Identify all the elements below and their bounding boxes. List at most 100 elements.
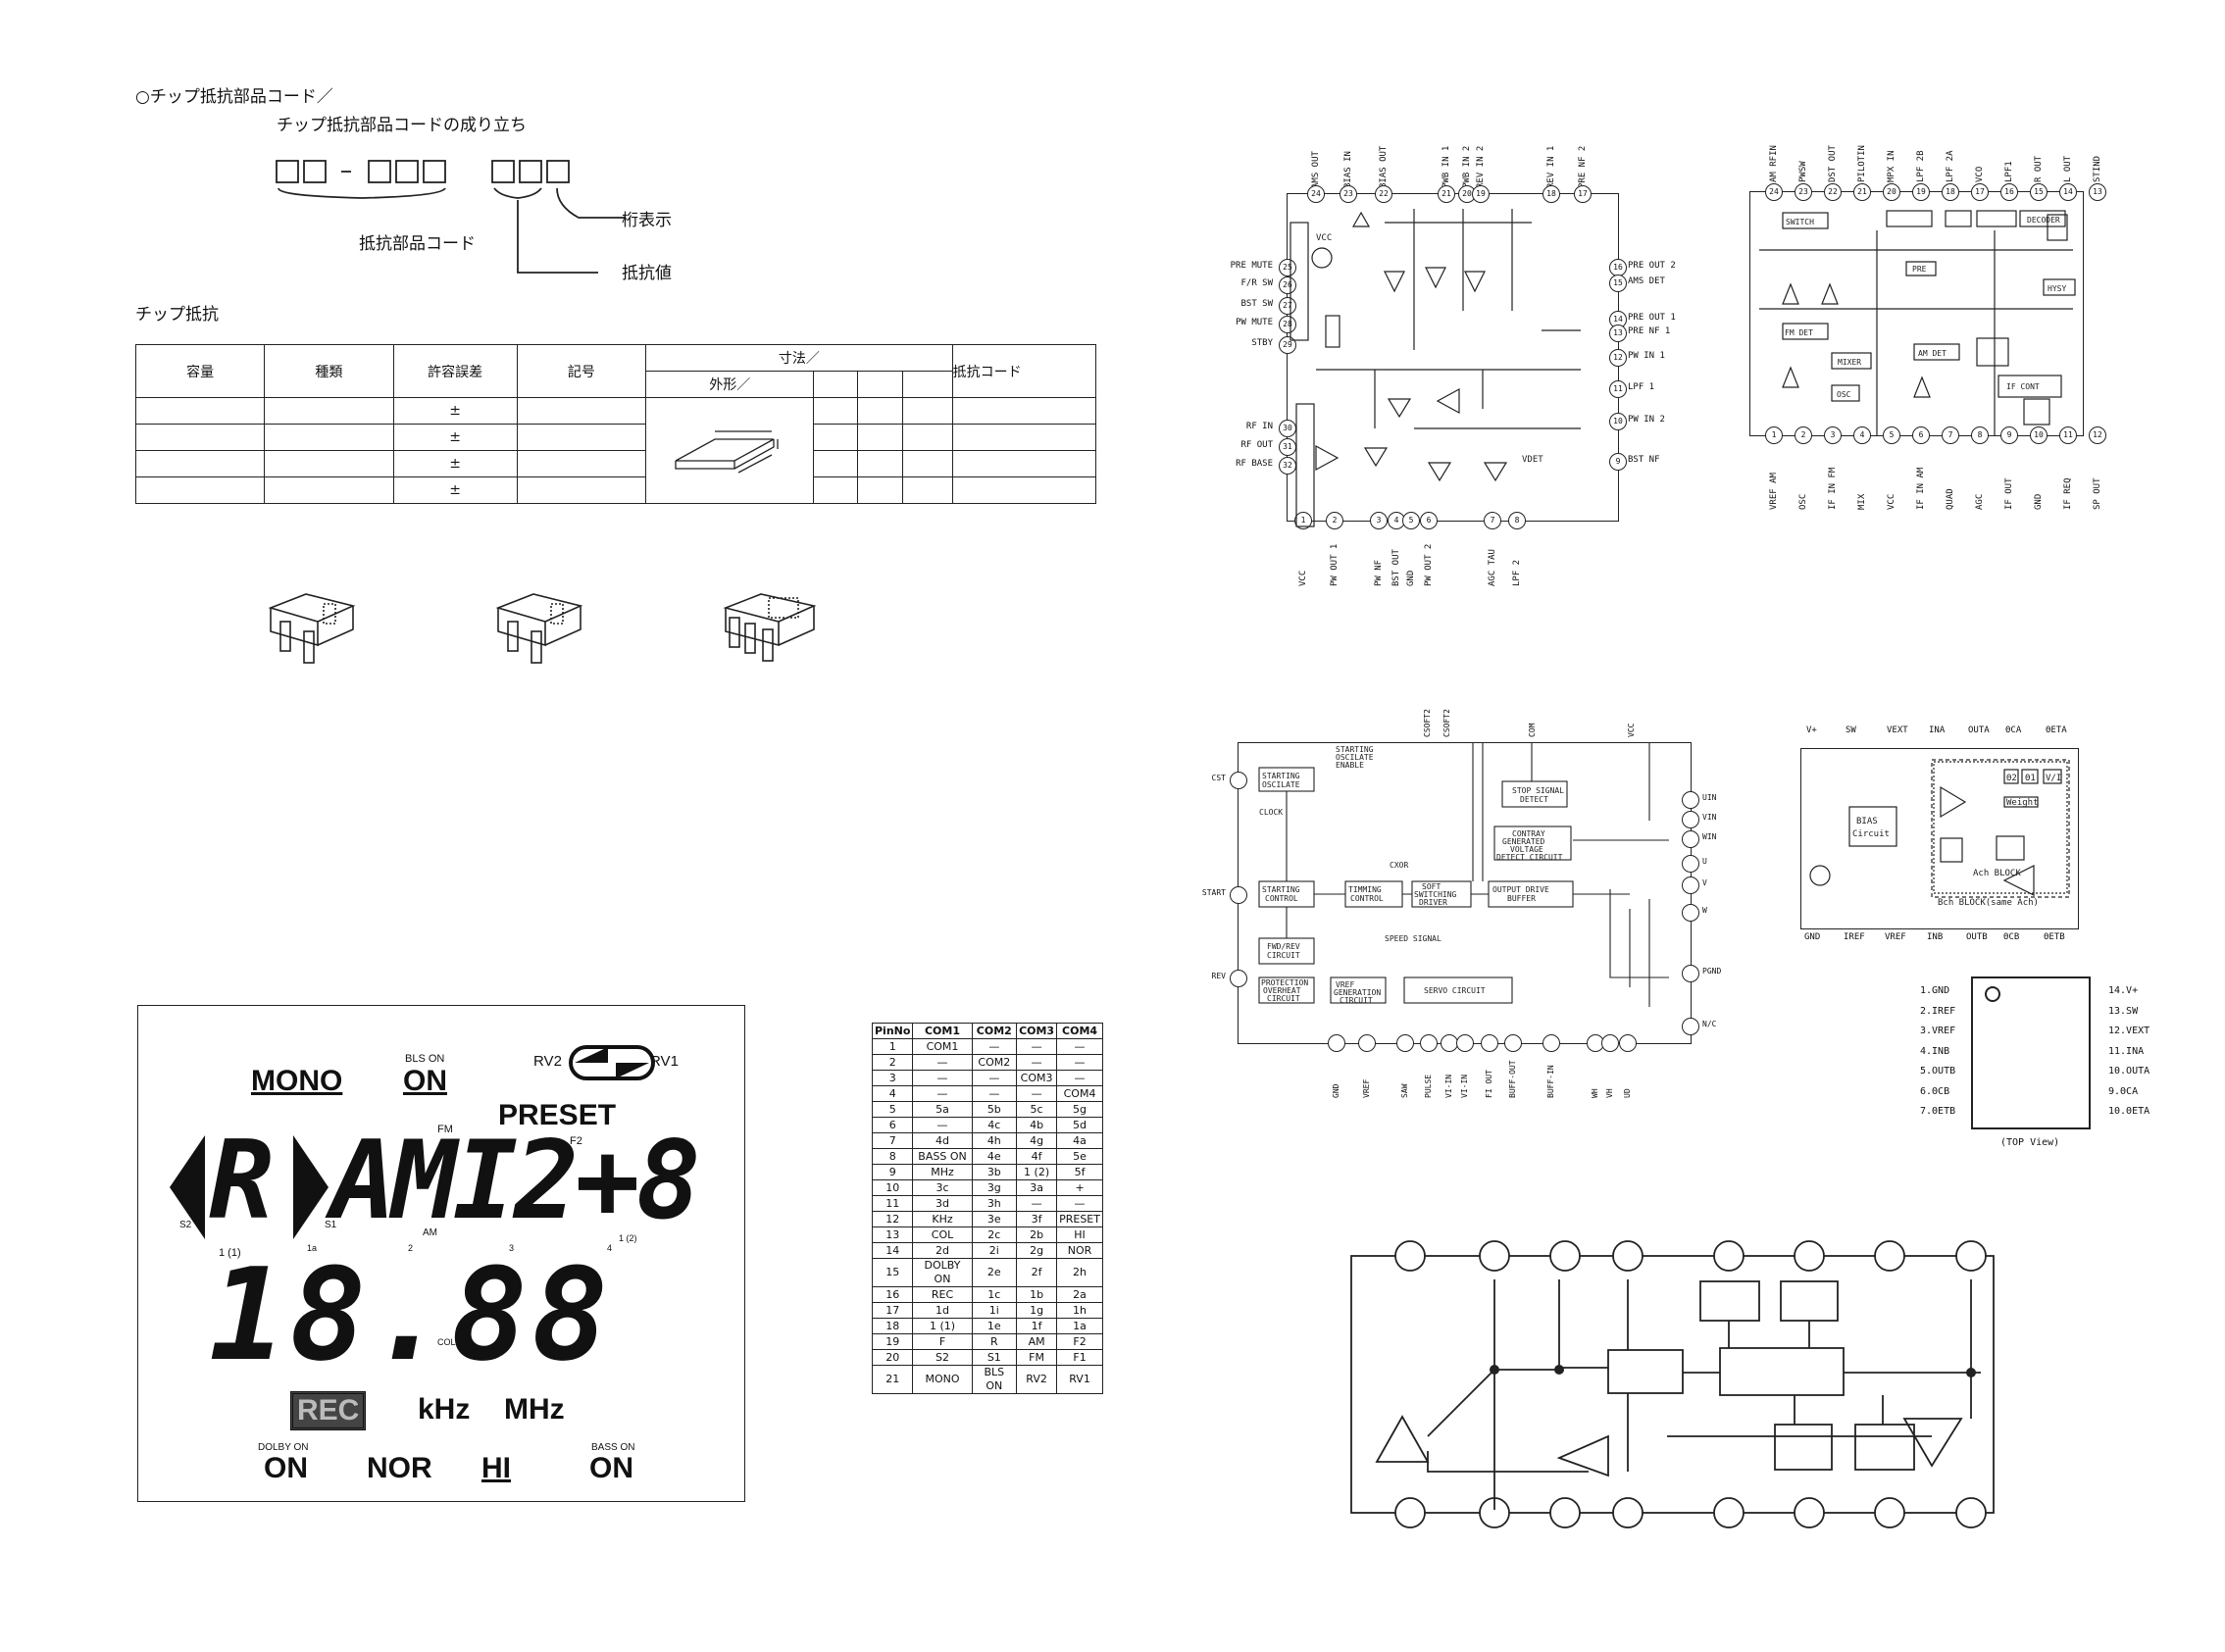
svg-text:SPEED SIGNAL: SPEED SIGNAL [1385, 934, 1441, 943]
pin-label: PRE OUT 1 [1628, 313, 1676, 323]
code-label-part: 抵抗部品コード [359, 234, 476, 254]
pin-number: 10 [1609, 413, 1627, 430]
pin-label: VCO [1975, 166, 1985, 182]
ic-dual-channel [1800, 748, 2079, 929]
pin-number: 1 [1294, 512, 1312, 529]
lcd-table-cell: BASS ON [912, 1148, 973, 1165]
lcd-khz: kHz [418, 1393, 471, 1426]
pin-circle [1549, 1240, 1581, 1272]
pin-label: CSOFT2 [1423, 709, 1432, 737]
lcd-table-cell: 3a [1016, 1179, 1058, 1196]
pin-label: R OUT [2034, 155, 2044, 182]
pin-label: VEXT [1887, 726, 1908, 735]
pin-number [1682, 830, 1699, 848]
pin-label: VREF AM [1769, 473, 1779, 510]
lcd-table-cell: 5a [912, 1101, 973, 1118]
pin-number: 22 [1375, 185, 1392, 203]
lcd-mhz: MHz [504, 1393, 565, 1426]
pin-label: LPF1 [2004, 161, 2014, 182]
lcd-table-cell: 8 [871, 1148, 914, 1165]
pin-label: START [1201, 888, 1226, 897]
lcd-table-cell: COL [912, 1226, 973, 1243]
lcd-hi: HI [481, 1452, 511, 1484]
lcd-left-arrow-icon [170, 1135, 205, 1239]
lcd-table-row: 3——COM3— [871, 1070, 1103, 1086]
pin-label: PWSW [1798, 161, 1808, 182]
pin-number [1230, 772, 1247, 789]
code-label-digit: 桁表示 [622, 211, 672, 230]
lcd-table-row: 4———COM4 [871, 1085, 1103, 1102]
lcd-table-cell: PRESET [1056, 1211, 1103, 1227]
pin-number: 12 [1609, 349, 1627, 367]
lcd-table-cell: 2i [971, 1242, 1018, 1259]
pin-number: 15 [1609, 275, 1627, 292]
pin-label: ΘETA [2046, 726, 2067, 735]
lcd-table-cell: 11 [871, 1195, 914, 1212]
lcd-main-segment: R AMI2+8 [209, 1118, 701, 1243]
lcd-table-cell: 19 [871, 1333, 914, 1350]
lcd-table-cell: F [912, 1333, 973, 1350]
ic-power-amp-circuit: VCC VDET [1289, 209, 1581, 527]
svg-text:STOP SIGNAL: STOP SIGNAL [1512, 786, 1564, 795]
pin-label: OUTB [1966, 932, 1988, 942]
pin-number [1601, 1034, 1619, 1052]
svg-text:MIXER: MIXER [1838, 358, 1861, 367]
lcd-table-cell: 3f [1016, 1211, 1058, 1227]
tolerance-cell: ± [392, 424, 518, 451]
pin-number: 16 [2000, 183, 2018, 201]
pin-circle [1794, 1240, 1825, 1272]
lcd-table-cell: 1e [971, 1318, 1018, 1334]
pin-label: OUTA [1968, 726, 1990, 735]
chip-resistor-title: チップ抵抗 [135, 305, 219, 325]
lcd-table-cell: 2a [1056, 1286, 1103, 1303]
pin-number [1682, 791, 1699, 809]
pin-number: 2 [1326, 512, 1343, 529]
lcd-table-cell: 2d [912, 1242, 973, 1259]
pin-number [1682, 855, 1699, 873]
pin-label: INB [1927, 932, 1944, 942]
pinout-right-label: 14.V+ [2108, 985, 2139, 996]
lcd-table-cell: — [912, 1054, 973, 1071]
pin-circle [1549, 1497, 1581, 1528]
svg-text:Θ2: Θ2 [2006, 774, 2017, 783]
svg-text:DECODER: DECODER [2027, 216, 2060, 225]
lcd-table-cell: 1h [1056, 1302, 1103, 1319]
pin-number: 18 [1542, 185, 1560, 203]
lcd-mono: MONO [251, 1065, 343, 1097]
lcd-table-cell: 2b [1016, 1226, 1058, 1243]
pin-label: ΘCB [2003, 932, 2020, 942]
pin-label: COM [1528, 723, 1537, 737]
pin-label: UIN [1702, 793, 1717, 802]
lcd-preset: PRESET [498, 1099, 617, 1131]
svg-text:CXOR: CXOR [1390, 861, 1408, 870]
lcd-table-cell: 1a [1056, 1318, 1103, 1334]
svg-text:CIRCUIT: CIRCUIT [1340, 996, 1373, 1005]
pin-label: SAW [1400, 1083, 1409, 1098]
pin-number: 4 [1853, 426, 1871, 444]
svg-text:OSC: OSC [1837, 390, 1851, 399]
pin-number: 23 [1795, 183, 1812, 201]
lcd-table-cell: 5b [971, 1101, 1018, 1118]
lcd-table-cell: — [1016, 1085, 1058, 1102]
lcd-table-cell: 20 [871, 1349, 914, 1366]
svg-text:VCC: VCC [1316, 233, 1332, 243]
col-tolerance: 許容誤差 [392, 344, 518, 398]
pin-number [1230, 886, 1247, 904]
pin-label: W [1702, 906, 1707, 915]
pin-label: VREF [1885, 932, 1906, 942]
lcd-table-cell: COM1 [912, 1038, 973, 1055]
pin-number: 7 [1942, 426, 1959, 444]
lcd-f1: F1 [531, 1140, 543, 1152]
lcd-table-cell: 1b [1016, 1286, 1058, 1303]
transistor-packages [268, 593, 817, 664]
pin-label: RF BASE [1236, 459, 1273, 469]
lcd-table-cell: RV1 [1056, 1365, 1103, 1394]
pin-number: 13 [2089, 183, 2106, 201]
lcd-table-cell: 4g [1016, 1132, 1058, 1149]
pinout-left-label: 3.VREF [1920, 1026, 1956, 1036]
lcd-table-cell: — [1016, 1195, 1058, 1212]
